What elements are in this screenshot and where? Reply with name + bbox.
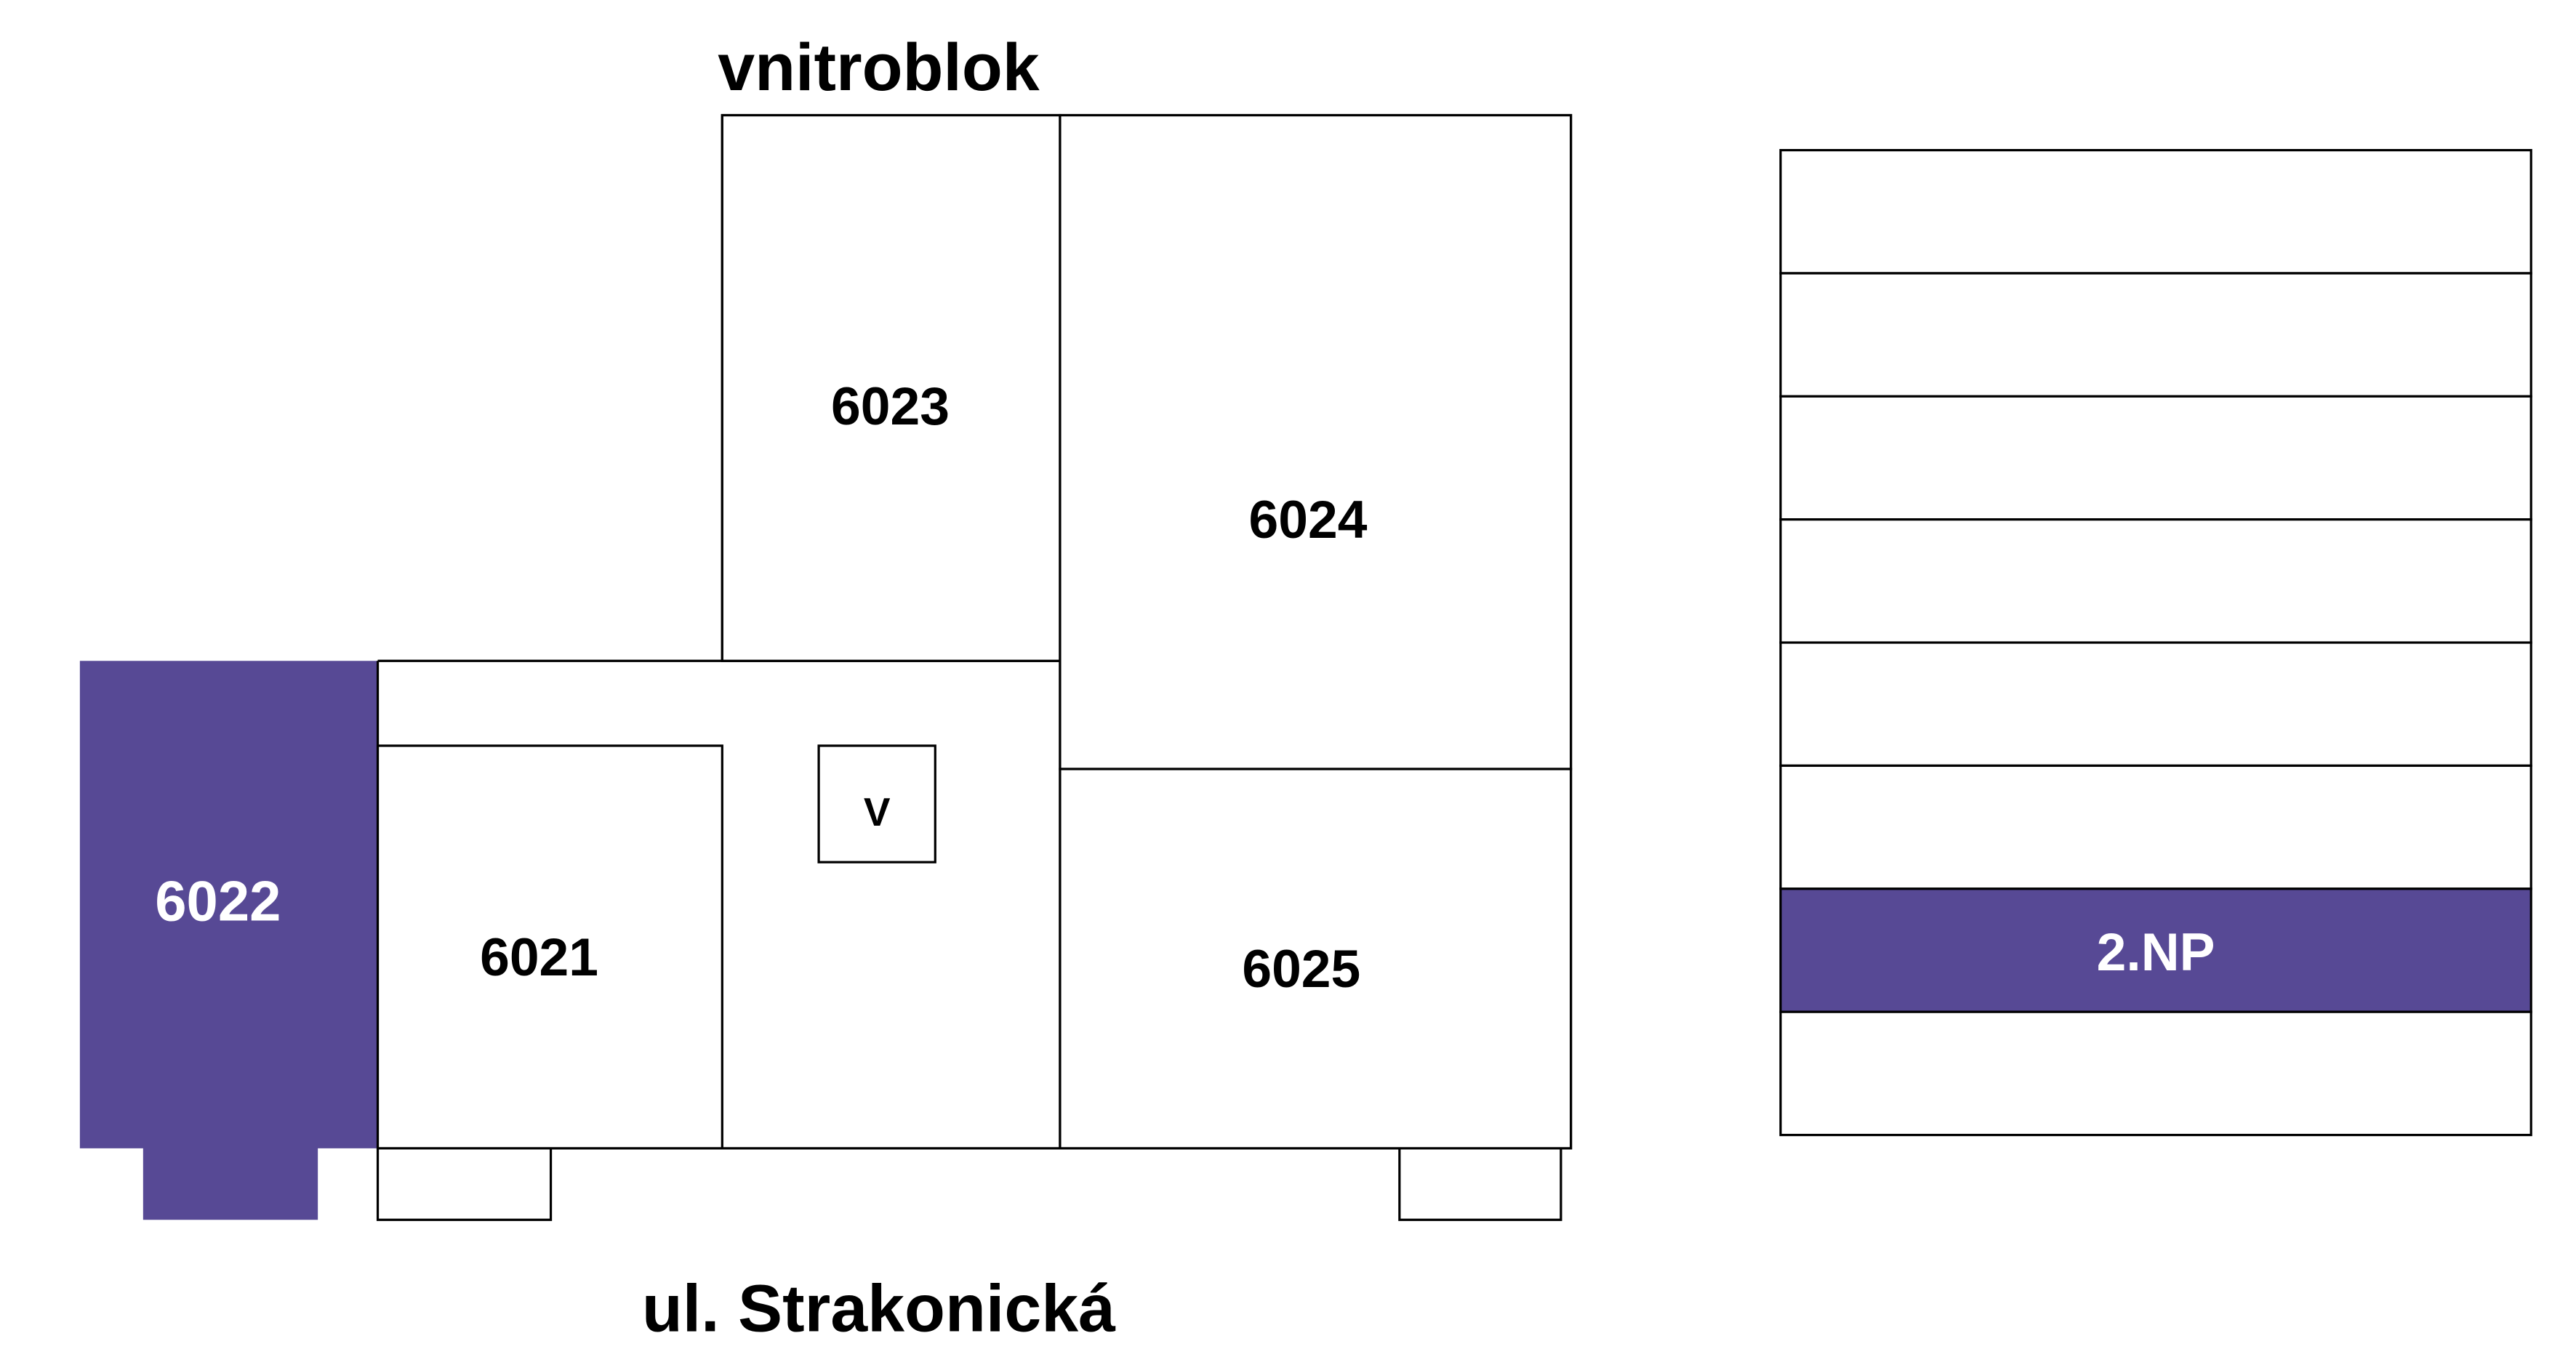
unit-6021-shape[interactable] — [376, 744, 723, 1150]
floor-row[interactable] — [1779, 272, 2532, 398]
floor-row[interactable] — [1779, 1010, 2532, 1137]
floor-row[interactable] — [1779, 148, 2532, 275]
unit-6024-label: 6024 — [1249, 490, 1368, 549]
unit-6023-label: 6023 — [831, 377, 950, 436]
unit-6022-shape[interactable] — [79, 661, 378, 1220]
unit-6025-label: 6025 — [1242, 939, 1360, 999]
unit-6022-label: 6022 — [155, 870, 281, 933]
floor-row[interactable] — [1779, 764, 2532, 890]
unit-6021[interactable]: 6021 — [376, 744, 723, 1150]
floor-selector: 2.NP — [1779, 148, 2532, 1137]
floor-row-selected[interactable] — [1779, 887, 2532, 1013]
elevator-label: V — [864, 789, 891, 834]
floor-row[interactable] — [1779, 518, 2532, 644]
unit-6021-label: 6021 — [480, 927, 598, 987]
unit-6022[interactable]: 6022 — [79, 661, 378, 1220]
floor-row[interactable] — [1779, 395, 2532, 521]
unit-6025[interactable]: 6025 — [1059, 768, 1573, 1150]
unit-6023[interactable]: 6023 — [721, 113, 1062, 662]
label-vnitroblok: vnitroblok — [718, 31, 1040, 105]
elevator: V — [817, 744, 936, 863]
unit-6023-shape[interactable] — [721, 113, 1062, 662]
floor-label-selected: 2.NP — [2097, 922, 2215, 982]
unit-6025-shape[interactable] — [1059, 768, 1573, 1150]
label-strakonicka: ul. Strakonická — [642, 1272, 1116, 1346]
unit-6024-shape[interactable] — [1059, 113, 1573, 770]
elevator-shape — [817, 744, 936, 863]
unit-6024[interactable]: 6024 — [1059, 113, 1573, 770]
floor-row[interactable] — [1779, 641, 2532, 768]
